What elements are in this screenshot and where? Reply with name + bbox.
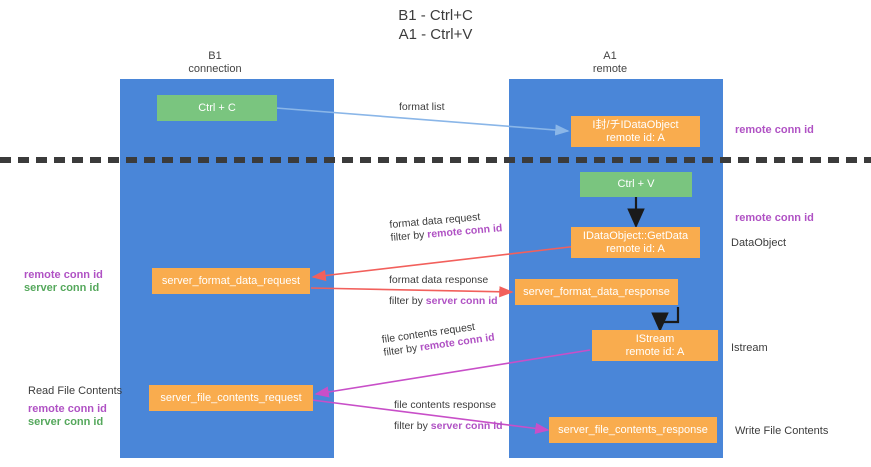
node-getdata-line2: remote id: A: [606, 242, 665, 255]
edge-label-format-data-request: format data request filter by remote con…: [389, 209, 503, 245]
edge-label-file-contents-response: file contents response filter by server …: [394, 399, 503, 433]
node-server-file-contents-response[interactable]: server_file_contents_response: [549, 417, 717, 443]
side-label-left-bot-server: server conn id: [28, 416, 104, 428]
filter-key: server conn id: [425, 295, 498, 307]
node-idataobject-top[interactable]: I封/チIDataObject remote id: A: [571, 116, 700, 147]
node-istream-line1: IStream: [635, 332, 675, 345]
node-ctrl-c[interactable]: Ctrl + C: [157, 95, 277, 121]
node-ctrl-v-label: Ctrl + V: [617, 178, 655, 190]
side-label-left-mid-server: server conn id: [24, 282, 100, 294]
lane-header-a1: A1 remote: [540, 50, 680, 76]
filter-prefix: filter by: [390, 228, 428, 244]
edge-label-format-data-response-filter: filter by server conn id: [389, 295, 498, 308]
node-idataobject-top-line2: remote id: A: [606, 131, 665, 144]
node-ctrl-v[interactable]: Ctrl + V: [580, 172, 692, 197]
node-server-file-contents-request[interactable]: server_file_contents_request: [149, 385, 313, 411]
node-server-format-data-response[interactable]: server_format_data_response: [515, 279, 678, 305]
edge-label-format-data-response: format data response filter by server co…: [389, 274, 498, 308]
node-server-format-data-request[interactable]: server_format_data_request: [152, 268, 310, 294]
edge-label-file-contents-request: file contents request filter by remote c…: [381, 318, 496, 359]
lane-subtitle-a1: remote: [592, 63, 628, 75]
side-label-write-file-contents: Write File Contents: [735, 425, 829, 437]
lane-title-b1: B1: [208, 50, 222, 62]
side-label-read-file-contents: Read File Contents: [28, 385, 123, 397]
node-getdata-line1: IDataObject::GetData: [582, 229, 689, 242]
lane-header-b1: B1 connection: [145, 50, 285, 76]
lane-title-a1: A1: [603, 50, 617, 62]
node-istream-line2: remote id: A: [625, 345, 685, 358]
node-ctrl-c-label: Ctrl + C: [198, 101, 236, 114]
side-label-dataobject: DataObject: [731, 237, 787, 249]
node-istream[interactable]: IStream remote id: A: [592, 330, 718, 361]
node-idataobject-top-line1: I封/チIDataObject: [592, 118, 679, 131]
node-server-format-data-request-label: server_format_data_request: [161, 274, 301, 287]
side-label-left-bot-remote: remote conn id: [28, 403, 107, 415]
filter-key: server conn id: [430, 420, 503, 432]
side-label-remote-conn-id-mid: remote conn id: [735, 212, 814, 224]
page-title: B1 - Ctrl+C A1 - Ctrl+V: [398, 7, 473, 43]
node-server-file-contents-response-label: server_file_contents_response: [558, 423, 708, 436]
filter-prefix: filter by: [394, 420, 431, 432]
side-label-left-mid-remote: remote conn id: [24, 269, 103, 281]
filter-prefix: filter by: [389, 295, 426, 307]
lane-subtitle-b1: connection: [188, 63, 242, 75]
side-label-istream: Istream: [731, 342, 768, 354]
edge-label-format-list: format list: [399, 101, 445, 113]
side-label-remote-conn-id-top: remote conn id: [735, 124, 814, 136]
edge-label-format-data-response-main: format data response: [389, 274, 489, 286]
node-getdata[interactable]: IDataObject::GetData remote id: A: [571, 227, 700, 258]
node-server-file-contents-request-label: server_file_contents_request: [160, 391, 302, 404]
node-server-format-data-response-label: server_format_data_response: [523, 285, 670, 298]
edge-label-file-contents-response-filter: filter by server conn id: [394, 420, 503, 433]
edge-label-file-contents-response-main: file contents response: [394, 399, 497, 411]
